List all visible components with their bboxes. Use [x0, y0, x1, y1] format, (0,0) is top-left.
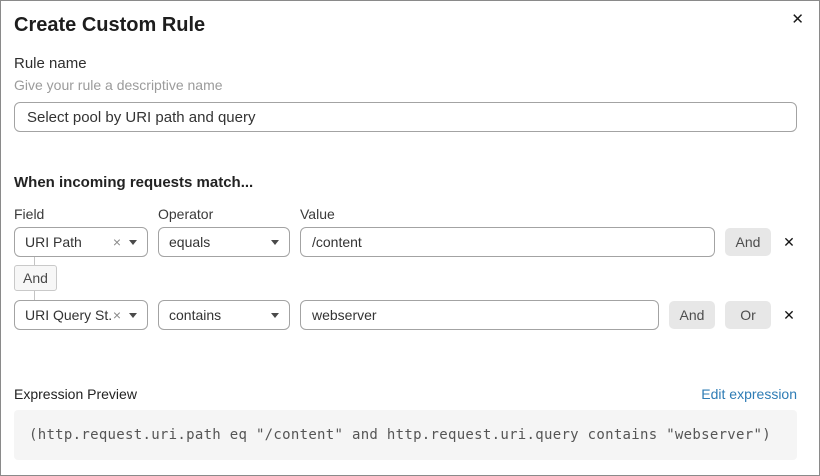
operator-dropdown-1-value: equals — [169, 234, 211, 250]
rule-name-helper: Give your rule a descriptive name — [14, 77, 223, 93]
field-clear-icon[interactable]: × — [112, 234, 121, 250]
value-input-2[interactable] — [300, 300, 659, 330]
field-dropdown-1[interactable]: URI Path × — [14, 227, 148, 257]
condition-column-labels: Field Operator Value — [14, 206, 797, 222]
condition-row-1: URI Path × equals And ✕ — [14, 227, 797, 257]
and-button-row-2[interactable]: And — [669, 301, 715, 329]
rule-name-input[interactable] — [14, 102, 797, 132]
condition-row-2: URI Query St... × contains And Or ✕ — [14, 300, 797, 330]
or-button-row-2[interactable]: Or — [725, 301, 771, 329]
operator-dropdown-2-value: contains — [169, 307, 222, 323]
close-icon[interactable]: ✕ — [791, 11, 804, 28]
chevron-down-icon — [129, 239, 137, 245]
delete-row-2-icon[interactable]: ✕ — [783, 307, 795, 323]
match-heading: When incoming requests match... — [14, 174, 254, 191]
connector-line-top — [34, 257, 35, 265]
expression-preview-code: (http.request.uri.path eq "/content" and… — [14, 410, 797, 460]
field-dropdown-2-value: URI Query St... — [25, 307, 113, 323]
and-connector-badge[interactable]: And — [14, 265, 57, 291]
chevron-down-icon — [129, 312, 137, 318]
chevron-down-icon — [271, 312, 279, 318]
expression-preview-label: Expression Preview — [14, 386, 137, 402]
operator-dropdown-1[interactable]: equals — [158, 227, 290, 257]
and-button-row-1[interactable]: And — [725, 228, 771, 256]
operator-dropdown-2[interactable]: contains — [158, 300, 290, 330]
value-column-label: Value — [300, 206, 335, 222]
value-input-1[interactable] — [300, 227, 715, 257]
field-clear-icon[interactable]: × — [112, 307, 121, 323]
row-connector: And — [14, 257, 797, 300]
field-dropdown-2[interactable]: URI Query St... × — [14, 300, 148, 330]
operator-column-label: Operator — [158, 206, 214, 222]
field-column-label: Field — [14, 206, 45, 222]
field-dropdown-1-value: URI Path — [25, 234, 82, 250]
expression-preview-header: Expression Preview Edit expression — [14, 386, 797, 402]
dialog-title: Create Custom Rule — [14, 14, 206, 36]
connector-line-bottom — [34, 291, 35, 300]
delete-row-1-icon[interactable]: ✕ — [783, 234, 795, 250]
chevron-down-icon — [271, 239, 279, 245]
edit-expression-link[interactable]: Edit expression — [701, 386, 797, 402]
rule-name-label: Rule name — [14, 55, 87, 72]
